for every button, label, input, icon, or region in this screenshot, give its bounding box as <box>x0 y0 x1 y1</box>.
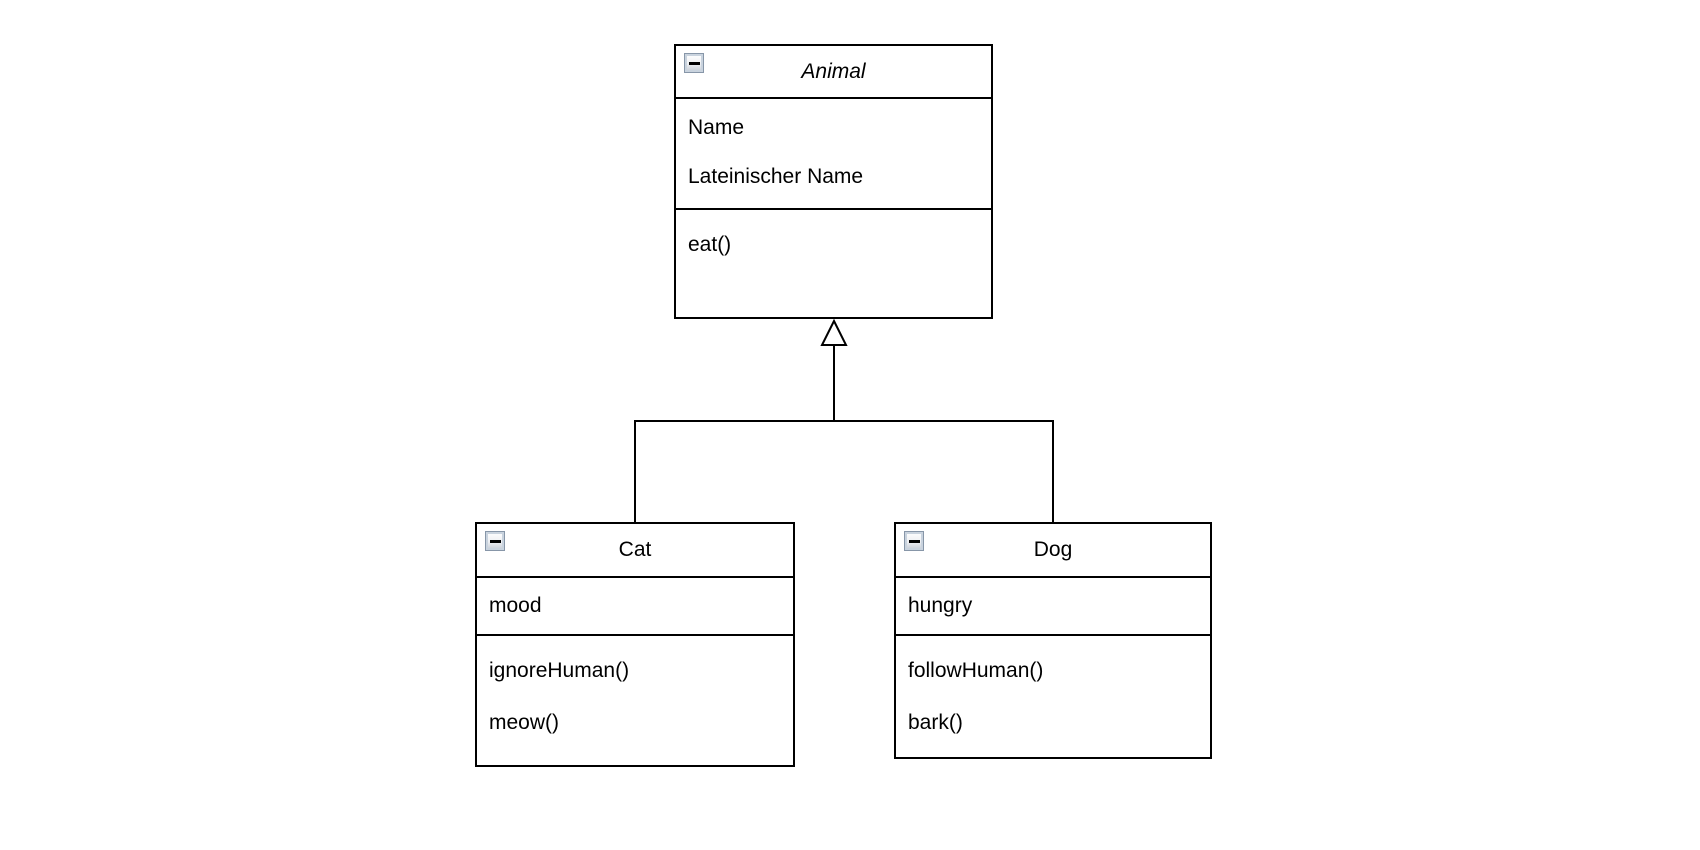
attributes-section: Name Lateinischer Name <box>676 99 991 210</box>
class-title-cat: Cat <box>618 538 652 561</box>
minus-glyph <box>908 539 920 543</box>
attribute: Name <box>688 116 745 139</box>
methods-section: eat() <box>676 210 991 317</box>
class-box-dog[interactable]: Dog hungry followHuman() bark() <box>894 522 1212 759</box>
method: meow() <box>489 711 560 734</box>
method: ignoreHuman() <box>489 659 630 682</box>
minus-glyph <box>489 539 501 543</box>
collapse-minus-icon[interactable] <box>485 531 505 551</box>
class-header-cat: Cat <box>477 524 793 578</box>
collapse-minus-icon[interactable] <box>684 53 704 73</box>
class-box-cat[interactable]: Cat mood ignoreHuman() meow() <box>475 522 795 767</box>
class-header-dog: Dog <box>896 524 1210 578</box>
attributes-section: hungry <box>896 578 1210 636</box>
class-header-animal: Animal <box>676 46 991 99</box>
minus-glyph <box>688 61 700 65</box>
collapse-minus-icon[interactable] <box>904 531 924 551</box>
method: bark() <box>908 711 963 734</box>
attribute: Lateinischer Name <box>688 165 864 188</box>
class-box-animal[interactable]: Animal Name Lateinischer Name eat() <box>674 44 993 319</box>
class-title-animal: Animal <box>801 59 866 83</box>
class-title-dog: Dog <box>1033 538 1073 561</box>
methods-section: followHuman() bark() <box>896 636 1210 757</box>
method: followHuman() <box>908 659 1044 682</box>
attribute: hungry <box>908 594 973 617</box>
method: eat() <box>688 233 732 256</box>
inheritance-edge-dog-to-animal[interactable] <box>834 420 1054 523</box>
attributes-section: mood <box>477 578 793 636</box>
inheritance-triangle-arrowhead-icon[interactable] <box>820 318 848 346</box>
attribute: mood <box>489 594 542 617</box>
methods-section: ignoreHuman() meow() <box>477 636 793 765</box>
inheritance-edge-cat-to-animal[interactable] <box>634 344 835 523</box>
